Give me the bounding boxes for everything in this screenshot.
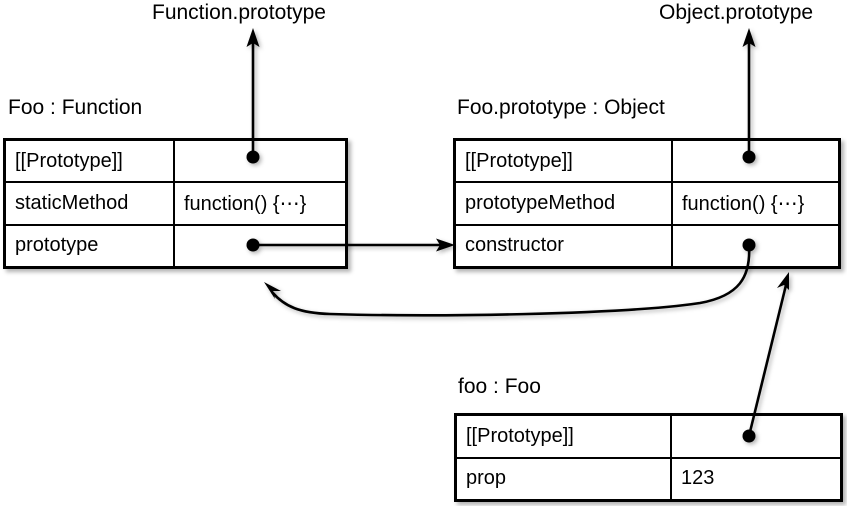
box-title-foo: Foo : Function bbox=[8, 96, 143, 119]
table-row: [[Prototype]] bbox=[456, 141, 838, 184]
cell-value-reference bbox=[175, 226, 345, 266]
box-title-foo-prototype: Foo.prototype : Object bbox=[457, 96, 665, 119]
table-row: [[Prototype]] bbox=[457, 416, 840, 459]
cell-key: [[Prototype]] bbox=[457, 416, 672, 457]
label-object-prototype: Object.prototype bbox=[659, 1, 814, 24]
cell-value-reference bbox=[672, 416, 840, 457]
table-row: prototype bbox=[6, 225, 345, 266]
box-title-foo-instance: foo : Foo bbox=[458, 375, 541, 398]
cell-key: [[Prototype]] bbox=[6, 141, 175, 182]
cell-value-reference bbox=[673, 226, 838, 266]
cell-value: function() {⋯} bbox=[682, 192, 805, 215]
table-row: constructor bbox=[456, 225, 838, 266]
cell-value: function() {⋯} bbox=[184, 192, 307, 215]
object-box-foo-instance: [[Prototype]] prop 123 bbox=[454, 413, 843, 502]
cell-value-reference bbox=[673, 141, 838, 181]
table-row: prop 123 bbox=[457, 458, 840, 499]
cell-value: 123 bbox=[681, 467, 715, 490]
cell-key: constructor bbox=[456, 225, 673, 266]
cell-key: [[Prototype]] bbox=[456, 141, 673, 182]
object-box-foo-prototype: [[Prototype]] prototypeMethod function()… bbox=[453, 138, 841, 269]
label-function-prototype: Function.prototype bbox=[152, 1, 326, 24]
cell-key: prop bbox=[457, 458, 672, 499]
table-row: staticMethod function() {⋯} bbox=[6, 183, 345, 226]
table-row: [[Prototype]] bbox=[6, 141, 345, 184]
cell-key: staticMethod bbox=[6, 183, 175, 224]
table-row: prototypeMethod function() {⋯} bbox=[456, 183, 838, 226]
cell-key: prototype bbox=[6, 225, 175, 266]
cell-key: prototypeMethod bbox=[456, 183, 673, 224]
cell-value-reference bbox=[175, 141, 345, 181]
object-box-foo: [[Prototype]] staticMethod function() {⋯… bbox=[3, 138, 348, 269]
